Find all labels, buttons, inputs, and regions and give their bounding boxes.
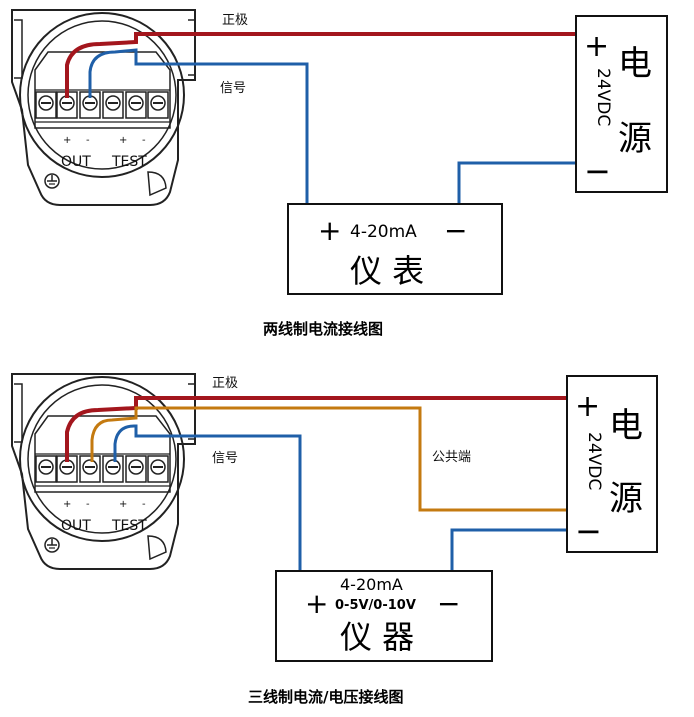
power-name-char: 电 [609, 406, 643, 446]
meter-plus-sign: + [318, 214, 341, 247]
terminal-screw-4 [102, 455, 124, 483]
terminal-sign: + [63, 499, 71, 510]
terminal-sign: - [86, 135, 90, 146]
common-wire [90, 406, 568, 512]
wire-positive-label: 正极 [212, 376, 238, 391]
wire-positive-label: 正极 [222, 13, 248, 28]
diagram-caption: 三线制电流/电压接线图 [248, 688, 403, 706]
terminal-sign: - [142, 499, 146, 510]
terminal-sign: + [63, 135, 71, 146]
meter-minus-sign: − [444, 214, 467, 247]
terminal-screw-6 [147, 455, 169, 483]
terminal-group-test-label: TEST [111, 154, 147, 170]
terminal-group-test-label: TEST [111, 518, 147, 534]
power-supply-box: + − 24VDC 电 源 [575, 15, 668, 193]
wire-common-label: 公共端 [432, 450, 471, 465]
terminal-screw-1 [35, 91, 57, 119]
terminal-sign: + [119, 499, 127, 510]
terminal-group-out-label: OUT [61, 154, 91, 170]
meter-range-label: 4-20mA [350, 222, 417, 242]
power-minus-sign: − [575, 512, 602, 550]
diagram-caption: 两线制电流接线图 [263, 320, 383, 338]
power-plus-sign: + [584, 29, 609, 64]
diagram-two-wire: + - + - OUT TEST 正极 信号 + − 2 [11, 9, 668, 338]
power-name-char: 源 [618, 119, 652, 159]
terminal-screw-6 [147, 91, 169, 119]
power-voltage-label: 24VDC [593, 68, 613, 126]
ground-icon [44, 173, 60, 189]
diagram-three-wire: + - + - OUT TEST 正极 信号 公共端 + − 24VDC [11, 373, 658, 706]
terminal-screw-3 [79, 91, 101, 119]
power-supply-box: + − 24VDC 电 源 [566, 375, 658, 553]
terminal-screw-2 [56, 455, 78, 483]
wire-signal-label: 信号 [220, 81, 246, 96]
ground-icon [44, 537, 60, 553]
power-voltage-label: 24VDC [584, 432, 604, 490]
terminal-screw-5 [125, 91, 147, 119]
power-plus-sign: + [575, 389, 600, 424]
terminal-screw-1 [35, 455, 57, 483]
meter-minus-wire [457, 161, 578, 204]
meter-minus-wire [450, 528, 568, 571]
meter-minus-sign: − [437, 587, 460, 620]
signal-wire [113, 424, 302, 571]
meter-box: 4-20mA + 0-5V/0-10V − 仪 器 [275, 570, 493, 662]
meter-range-voltage-label: 0-5V/0-10V [335, 598, 416, 613]
terminal-sign: + [119, 135, 127, 146]
positive-wire [65, 396, 568, 462]
meter-name: 仪 器 [340, 618, 414, 656]
terminal-sign: - [142, 135, 146, 146]
meter-box: + 4-20mA − 仪 表 [287, 203, 503, 295]
meter-name: 仪 表 [350, 252, 424, 290]
power-name-char: 电 [618, 44, 652, 84]
power-name-char: 源 [609, 479, 643, 519]
terminal-sign: - [86, 499, 90, 510]
terminal-screw-2 [56, 91, 78, 119]
signal-wire [88, 48, 309, 204]
meter-range-label: 4-20mA [340, 575, 403, 594]
meter-plus-sign: + [305, 587, 328, 620]
transmitter-housing: + - + - OUT TEST [11, 373, 196, 570]
positive-wire [65, 32, 578, 98]
power-minus-sign: − [584, 152, 611, 190]
terminal-screw-5 [125, 455, 147, 483]
transmitter-housing: + - + - OUT TEST [11, 9, 196, 206]
terminal-screw-4 [102, 91, 124, 119]
terminal-group-out-label: OUT [61, 518, 91, 534]
terminal-screw-3 [79, 455, 101, 483]
wire-signal-label: 信号 [212, 451, 238, 466]
